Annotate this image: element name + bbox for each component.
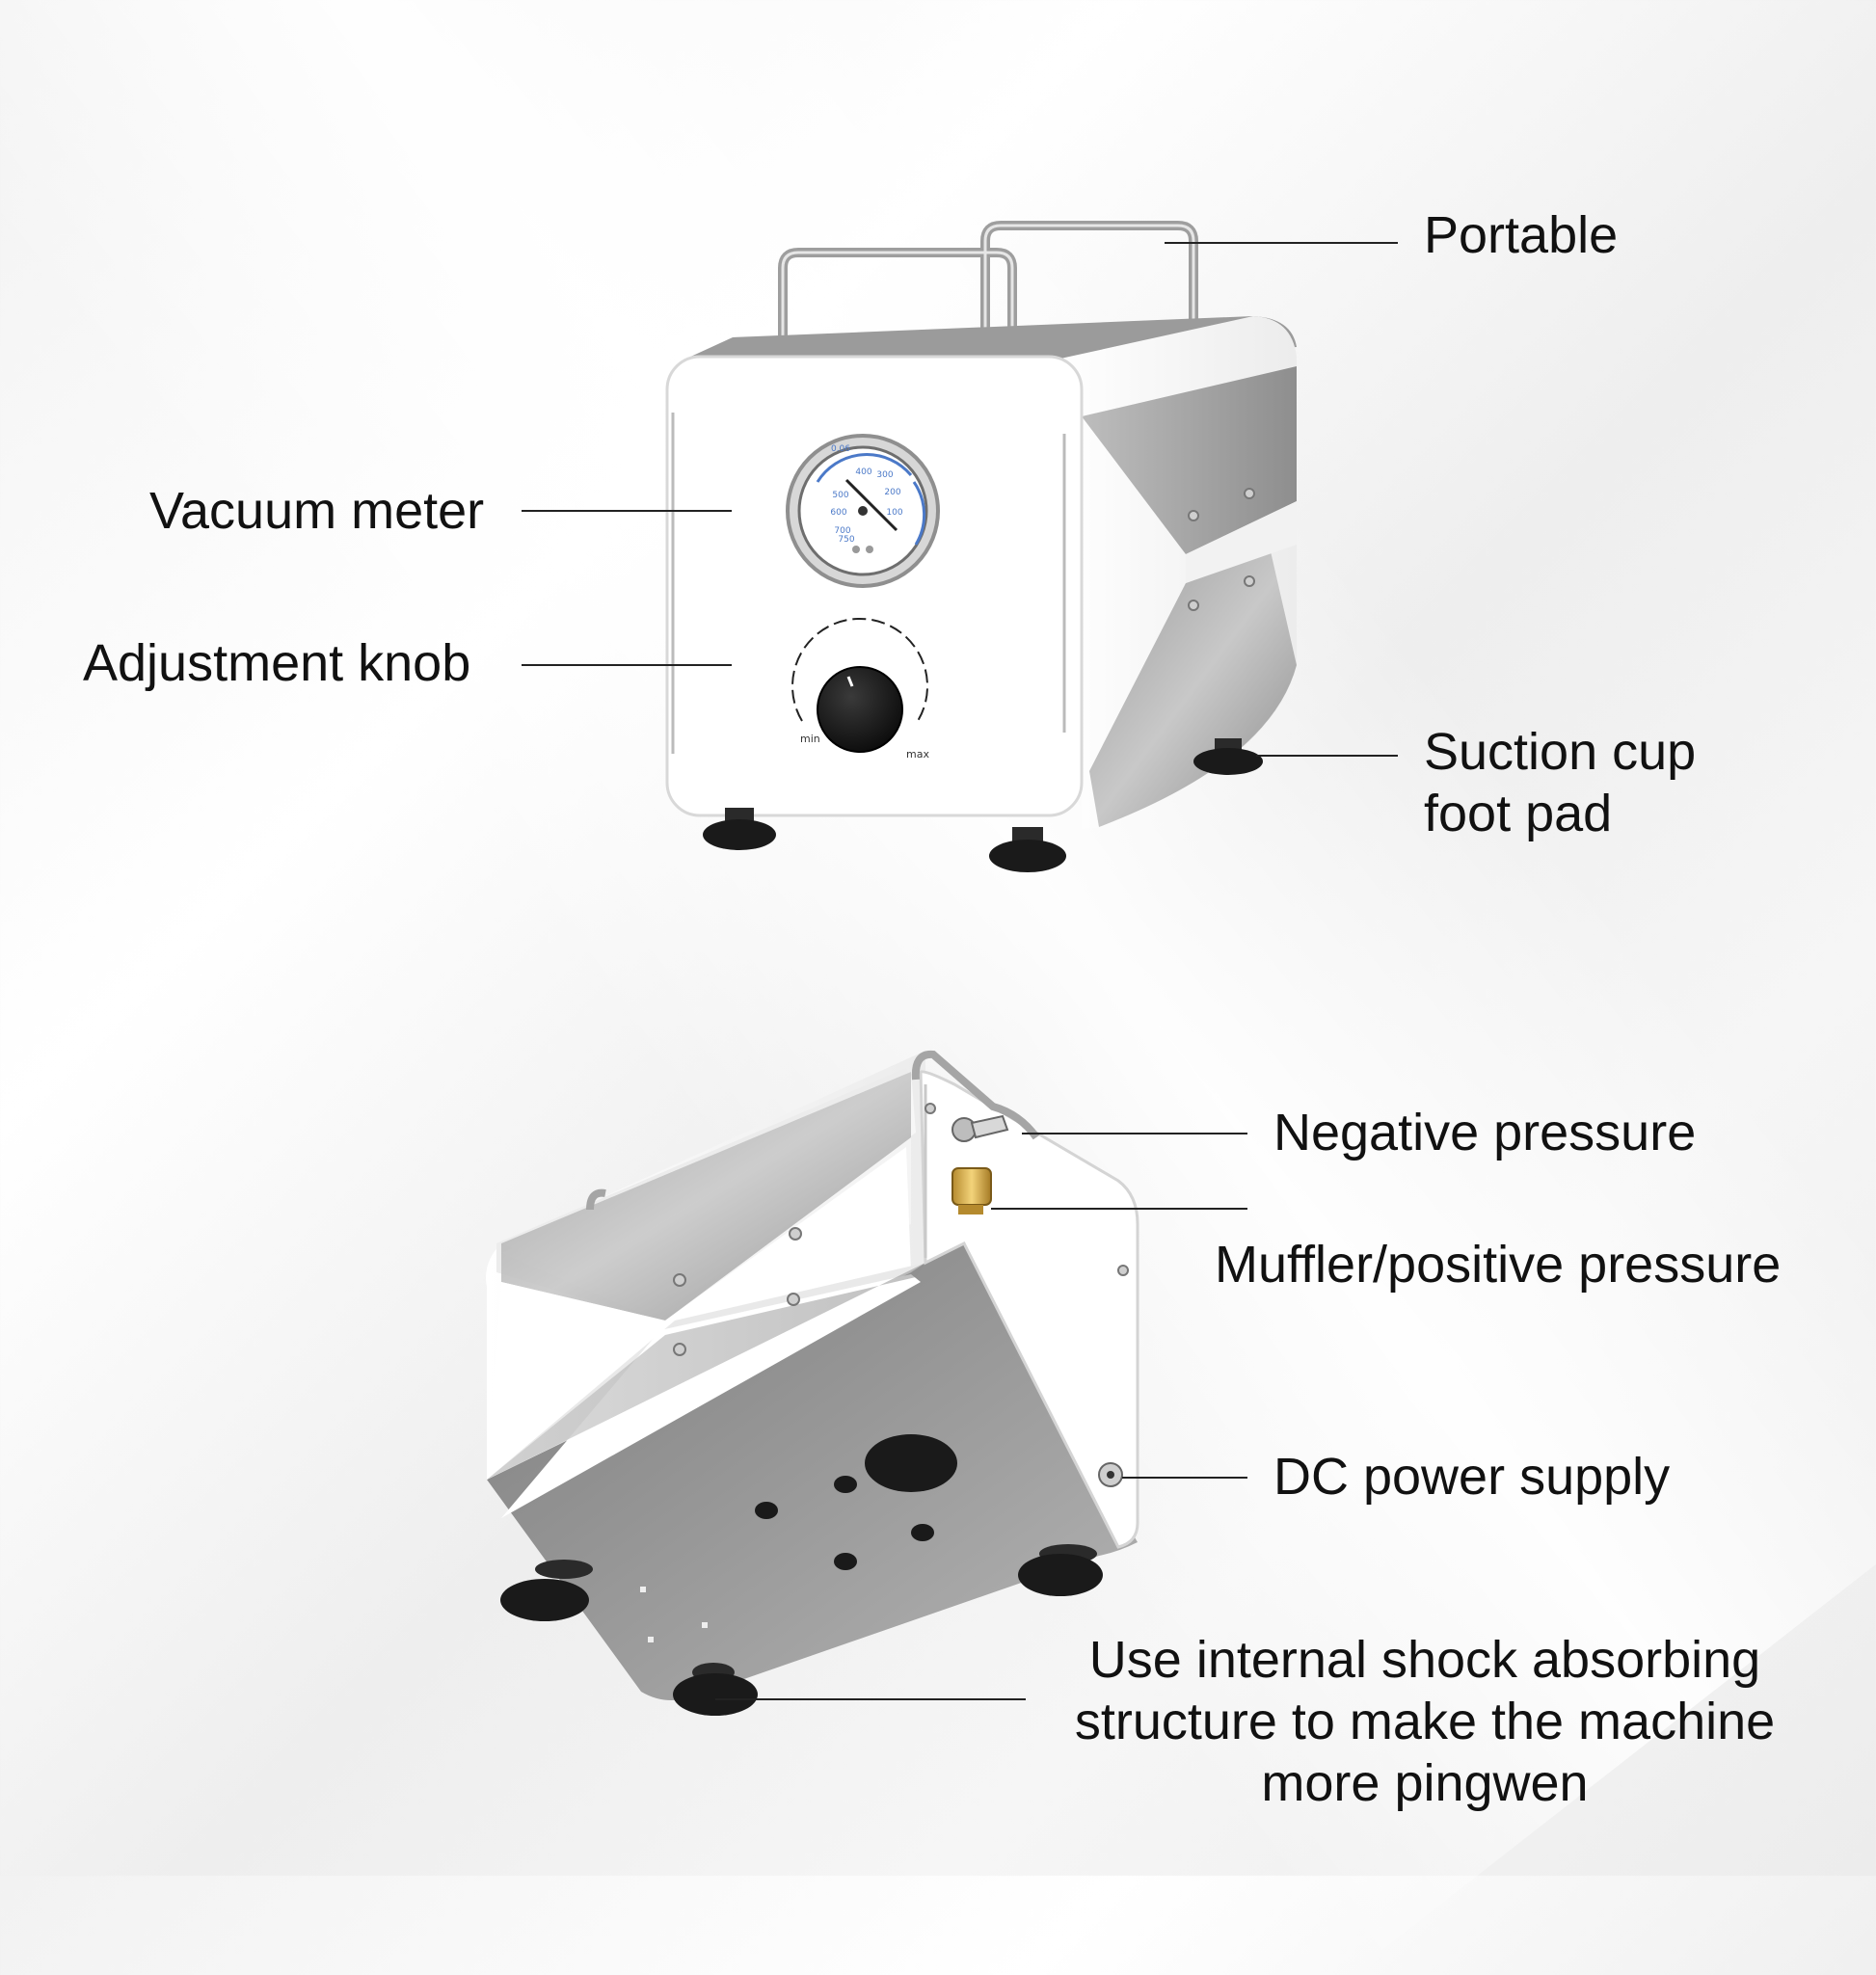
shock-absorbing-label: Use internal shock absorbing structure t…: [1074, 1631, 1776, 1812]
bottom-machine: [486, 1050, 1139, 1716]
internal-shock-absorber-icon: [500, 1434, 1103, 1716]
shock-absorbing-leader-line: [715, 1698, 1026, 1700]
negative-pressure-label: Negative pressure: [1273, 1104, 1697, 1161]
knob-max-label: max: [906, 748, 929, 761]
dc-power-jack-icon: [1098, 1462, 1123, 1487]
gauge-label: 100: [886, 508, 902, 518]
negative-pressure-leader-line: [1022, 1133, 1247, 1134]
gauge-label: 0.06: [831, 444, 850, 454]
gauge-label: 750: [838, 535, 854, 545]
muffler-leader-line: [991, 1208, 1247, 1210]
vacuum-meter-label: Vacuum meter: [149, 482, 485, 540]
muffler-port-icon: [951, 1167, 992, 1214]
dc-power-label: DC power supply: [1273, 1448, 1671, 1506]
portable-label: Portable: [1424, 206, 1619, 264]
gauge-label: 500: [832, 491, 848, 500]
suction-cup-label: Suction cup foot pad: [1424, 723, 1697, 842]
vacuum-gauge-icon: 0.06 400 300 500 200 600 100 700 750: [786, 434, 940, 588]
suction-cup-foot-icon: [703, 738, 1263, 872]
gauge-label: 200: [884, 488, 900, 497]
gauge-label: 600: [830, 508, 846, 518]
adjustment-knob-label: Adjustment knob: [83, 634, 471, 692]
suction-cup-leader-line: [1256, 755, 1398, 757]
gauge-label: 700: [834, 526, 850, 536]
adjustment-knob-leader-line: [522, 664, 732, 666]
portable-leader-line: [1165, 242, 1398, 244]
gauge-label: 300: [876, 470, 893, 480]
vacuum-meter-leader-line: [522, 510, 732, 512]
bottom-plate: [487, 1243, 1138, 1700]
dc-power-leader-line: [1122, 1477, 1247, 1479]
product-illustration: 0.06 400 300 500 200 600 100 700 750 min…: [486, 221, 1297, 1716]
adjustment-knob-icon: min max: [791, 618, 929, 761]
muffler-label: Muffler/positive pressure: [1215, 1236, 1782, 1294]
knob-min-label: min: [800, 733, 820, 745]
top-machine: 0.06 400 300 500 200 600 100 700 750 min…: [665, 221, 1297, 872]
negative-pressure-port-icon: [951, 1114, 1009, 1142]
gauge-label: 400: [855, 467, 871, 477]
